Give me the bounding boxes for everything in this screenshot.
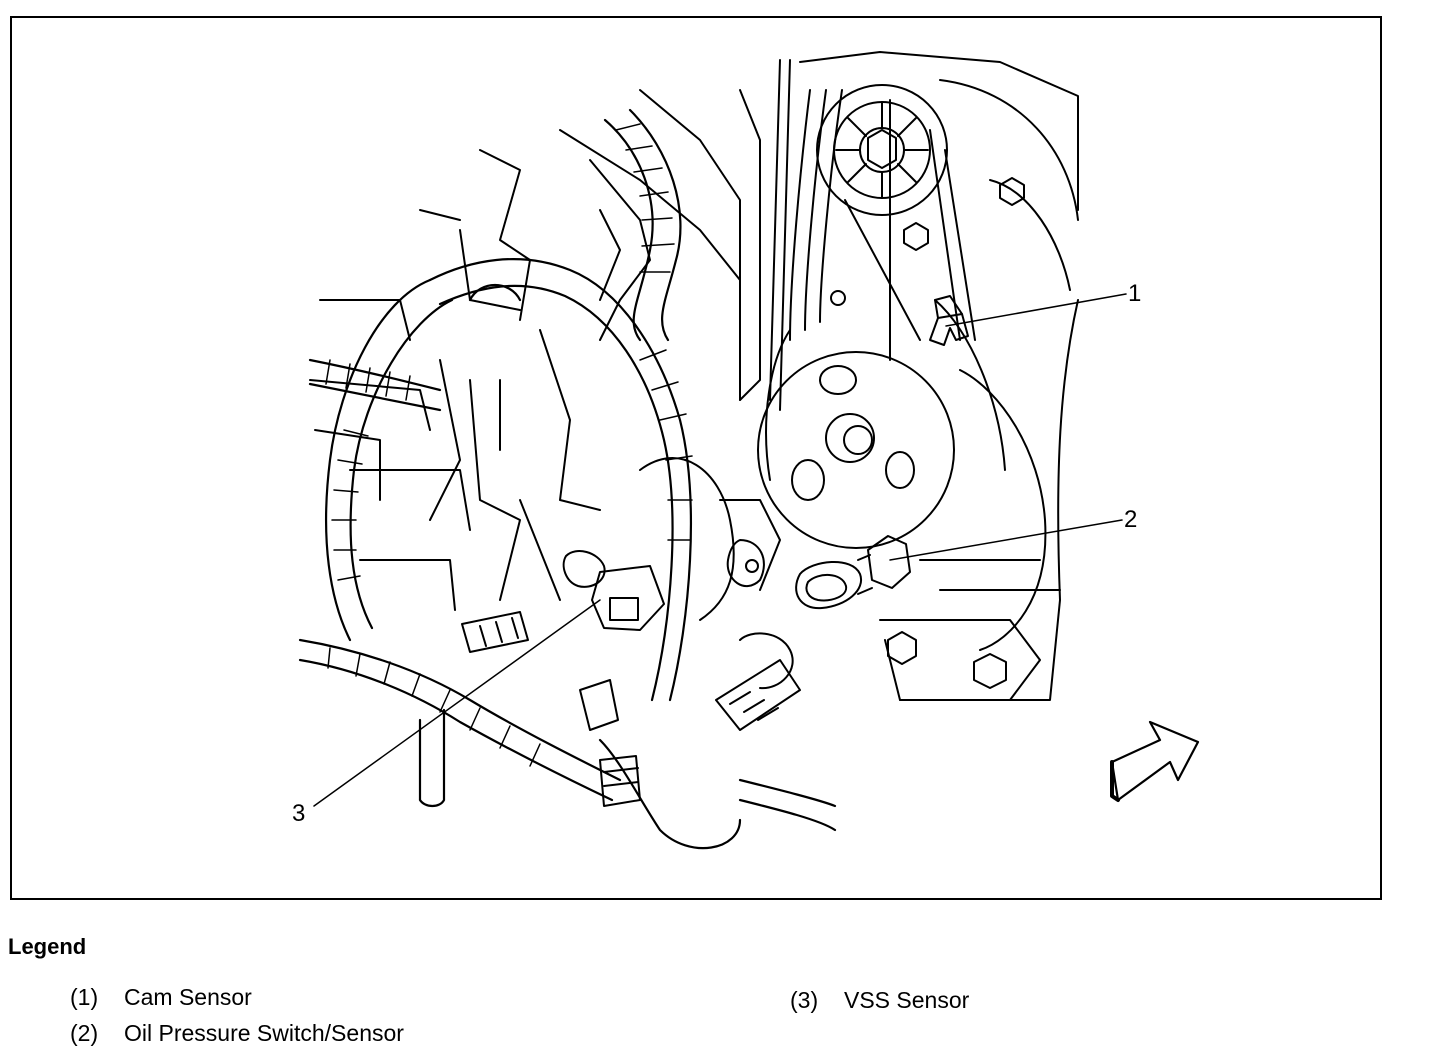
legend-item-cam-sensor: (1) Cam Sensor — [70, 984, 252, 1011]
legend-item-oil-pressure-switch: (2) Oil Pressure Switch/Sensor — [70, 1020, 404, 1047]
callout-2: 2 — [1124, 506, 1138, 533]
legend-item-number: (2) — [70, 1020, 99, 1046]
legend-item-vss-sensor: (3) VSS Sensor — [790, 987, 969, 1014]
engine-bolts — [745, 177, 1025, 689]
callout-3: 3 — [292, 800, 306, 827]
harness-wrap-marks — [325, 123, 693, 767]
callout-1: 1 — [1128, 280, 1142, 307]
diagram-frame — [10, 16, 1382, 900]
legend-item-text: Cam Sensor — [124, 984, 252, 1010]
legend-title: Legend — [8, 934, 87, 959]
legend-item-text: VSS Sensor — [844, 987, 970, 1013]
legend-item-number: (3) — [790, 987, 819, 1013]
forward-arrow-icon — [1110, 720, 1200, 802]
legend-item-text: Oil Pressure Switch/Sensor — [124, 1020, 404, 1046]
electrical-connectors — [461, 611, 801, 807]
oil-pressure-switch — [795, 535, 911, 610]
serpentine-belt — [789, 89, 976, 341]
engine-block — [309, 51, 1079, 701]
lower-pulley — [757, 329, 955, 549]
upper-pulley — [816, 84, 948, 216]
vss-sensor — [562, 550, 665, 631]
cam-sensor — [929, 295, 969, 346]
callout-leaders — [313, 293, 1127, 807]
legend-item-number: (1) — [70, 984, 99, 1010]
